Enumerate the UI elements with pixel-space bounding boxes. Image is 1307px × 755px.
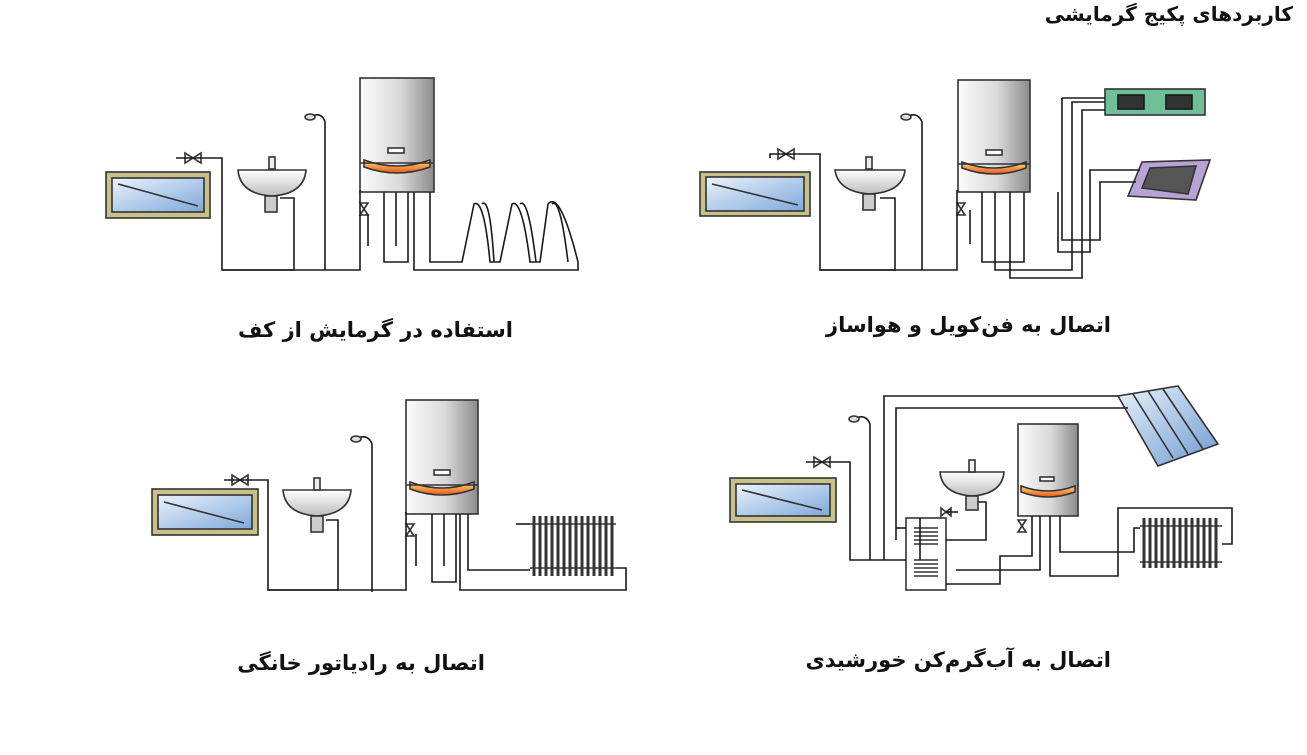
air-handler-icon (1126, 159, 1212, 201)
boiler-icon (405, 399, 479, 515)
shower-icon (900, 113, 923, 270)
storage-tank-icon (905, 517, 947, 591)
shower-icon (350, 435, 373, 592)
boiler-icon (957, 79, 1031, 193)
radiator-icon (1140, 518, 1224, 568)
floor-heating-diagram (105, 77, 579, 271)
page-title: کاربردهای پکیج گرمایشی (1044, 2, 1293, 26)
sink-icon (939, 459, 1005, 511)
bathtub-icon (699, 171, 811, 217)
boiler-icon (359, 77, 435, 193)
radiator-diagram (151, 399, 627, 592)
sink-icon (834, 156, 906, 211)
bathtub-icon (105, 171, 211, 219)
solar-collector-icon (1116, 385, 1220, 467)
caption-solar: اتصال به آب‌گرم‌کن خورشیدی (805, 648, 1111, 672)
caption-floor-heating: استفاده در گرمایش از کف (238, 318, 513, 342)
radiator-icon (530, 516, 616, 576)
valve-icon (358, 202, 370, 216)
valve-icon (955, 202, 967, 216)
solar-diagram (729, 385, 1233, 591)
caption-radiator: اتصال به رادیاتور خانگی (237, 651, 485, 675)
fan-coil-icon (1104, 88, 1206, 116)
valve-icon (1016, 519, 1028, 533)
bathtub-icon (729, 477, 837, 523)
boiler-icon (1017, 423, 1079, 517)
floor-heating-coil-icon (413, 192, 579, 271)
valve-icon (404, 523, 416, 537)
bathtub-icon (151, 488, 259, 536)
shower-icon (848, 415, 871, 560)
fan-coil-diagram (699, 79, 1212, 279)
shower-icon (304, 113, 326, 270)
sink-icon (237, 156, 307, 213)
caption-fan-coil: اتصال به فن‌کویل و هواساز (825, 313, 1111, 337)
sink-icon (282, 477, 352, 533)
